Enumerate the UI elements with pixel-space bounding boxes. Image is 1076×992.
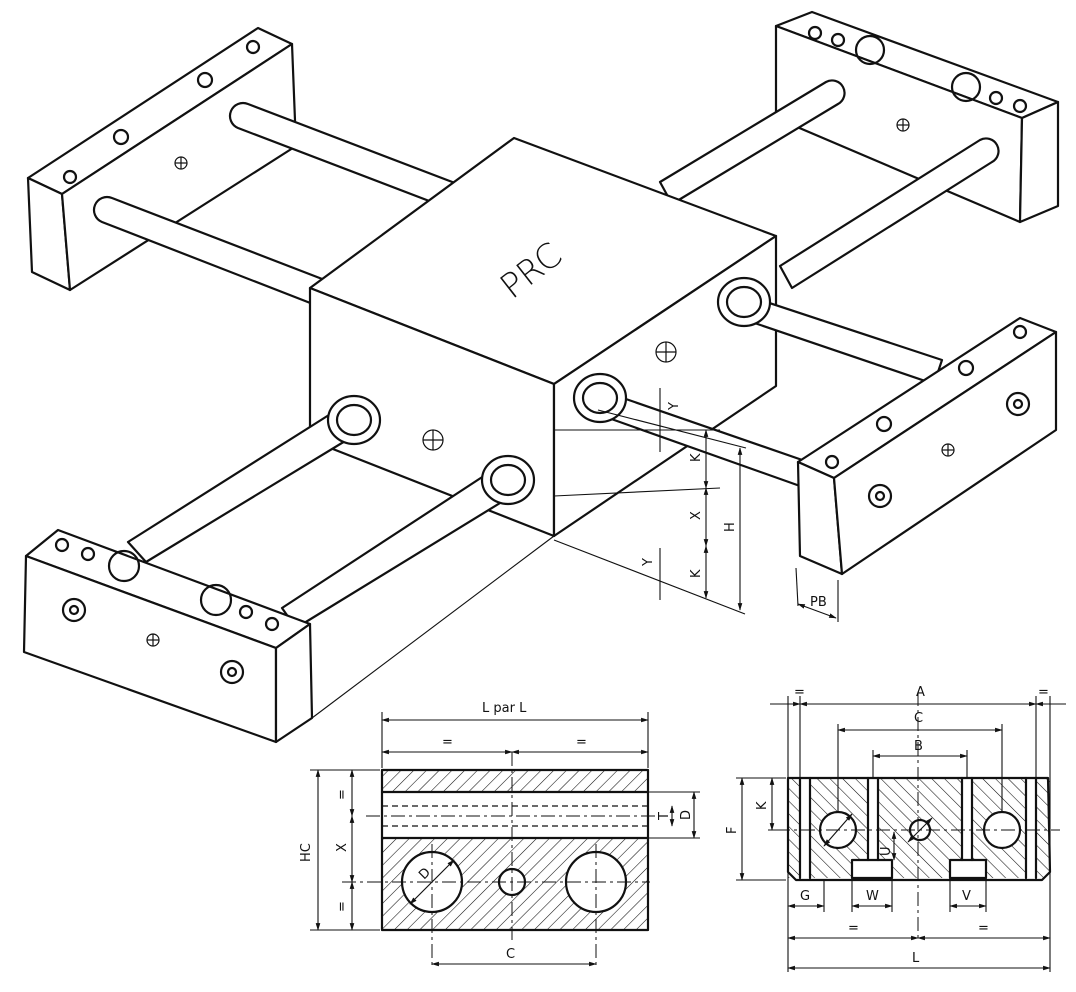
dim-d: D (679, 810, 694, 820)
iso-dimensions: Y K X K Y H PB (553, 388, 839, 622)
dim-l-end: L (912, 951, 920, 966)
dim-half-right: = (576, 735, 587, 750)
dim-y-bottom: Y (641, 558, 656, 567)
side-section: L par L = = = X = HC T D C D (299, 701, 700, 967)
rods-upper-right (658, 79, 1000, 290)
dim-k-end: K (755, 801, 770, 810)
dim-pb: PB (810, 595, 827, 610)
dim-u: U (879, 846, 894, 856)
dim-f: F (725, 827, 740, 834)
dim-x-side: X (335, 843, 350, 852)
dim-a: A (916, 685, 925, 700)
dim-c-side: C (506, 947, 515, 962)
dim-t: T (657, 812, 672, 821)
dim-eq-left: = (794, 685, 805, 700)
dim-b: B (914, 739, 923, 754)
end-section: = A = C B K F G W V U = = L (725, 685, 1066, 972)
dim-half-left: = (442, 735, 453, 750)
dim-v: V (962, 889, 971, 904)
dim-k-top: K (689, 453, 704, 462)
dim-h: H (723, 522, 738, 532)
projection-line (311, 535, 555, 719)
dim-bottom-eq: = (335, 901, 350, 912)
end-block-bottom-right (796, 316, 1058, 576)
end-block-top-left (26, 26, 298, 292)
dim-half-left-end: = (848, 921, 859, 936)
dim-l-par-l: L par L (482, 701, 527, 716)
iso-view: PRC (22, 10, 1060, 744)
dim-k-bottom: K (689, 569, 704, 578)
dim-eq-right: = (1038, 685, 1049, 700)
dim-y-top: Y (667, 402, 682, 411)
rods-lower-right (572, 276, 944, 488)
end-block-bottom-left (22, 528, 314, 744)
dim-w: W (866, 889, 879, 904)
dim-g: G (800, 889, 810, 904)
dim-top-eq: = (335, 789, 350, 800)
dim-x: X (689, 511, 704, 520)
dim-c-end: C (914, 711, 923, 726)
dim-hc: HC (299, 843, 314, 862)
rods-upper-left (92, 101, 470, 308)
dim-half-right-end: = (978, 921, 989, 936)
